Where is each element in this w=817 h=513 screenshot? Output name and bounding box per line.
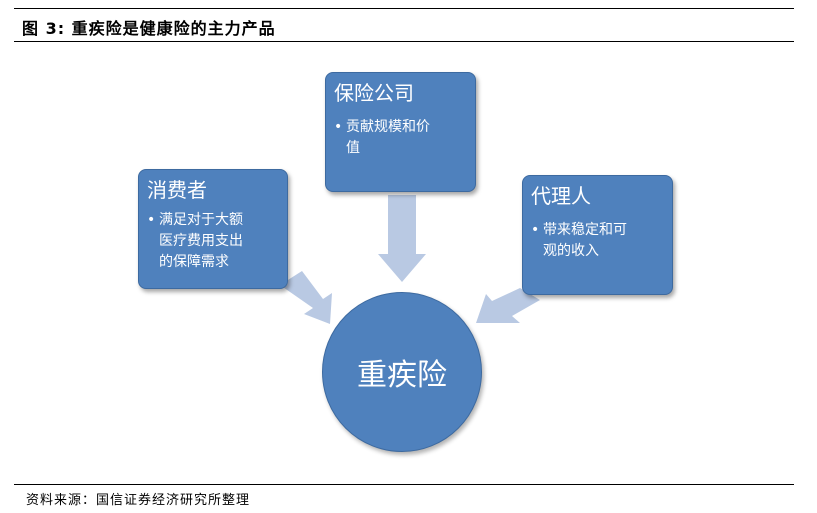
node-insurer-title: 保险公司 [334,81,414,105]
center-node-label: 重疾险 [357,358,447,393]
node-consumer-title: 消费者 [147,178,207,202]
figure-title-bar: 图 3: 重疾险是健康险的主力产品 [14,8,794,42]
node-agent-title: 代理人 [531,184,591,208]
source-divider [14,484,794,485]
center-node: 重疾险 [322,292,482,452]
node-consumer: 消费者 •满足对于大额 医疗费用支出 的保障需求 [138,169,288,289]
arrow-from-insurer [378,195,426,282]
node-agent: 代理人 •带来稳定和可 观的收入 [522,175,673,295]
arrow-from-agent [476,288,540,323]
node-insurer: 保险公司 •贡献规模和价 值 [325,72,476,192]
node-insurer-bullet: •贡献规模和价 值 [334,119,430,156]
figure-title: 图 3: 重疾险是健康险的主力产品 [22,19,276,38]
node-consumer-bullet: •满足对于大额 医疗费用支出 的保障需求 [147,212,243,270]
node-agent-bullet: •带来稳定和可 观的收入 [531,222,627,259]
source-note: 资料来源：国信证券经济研究所整理 [26,493,251,508]
arrow-from-consumer [280,271,332,324]
